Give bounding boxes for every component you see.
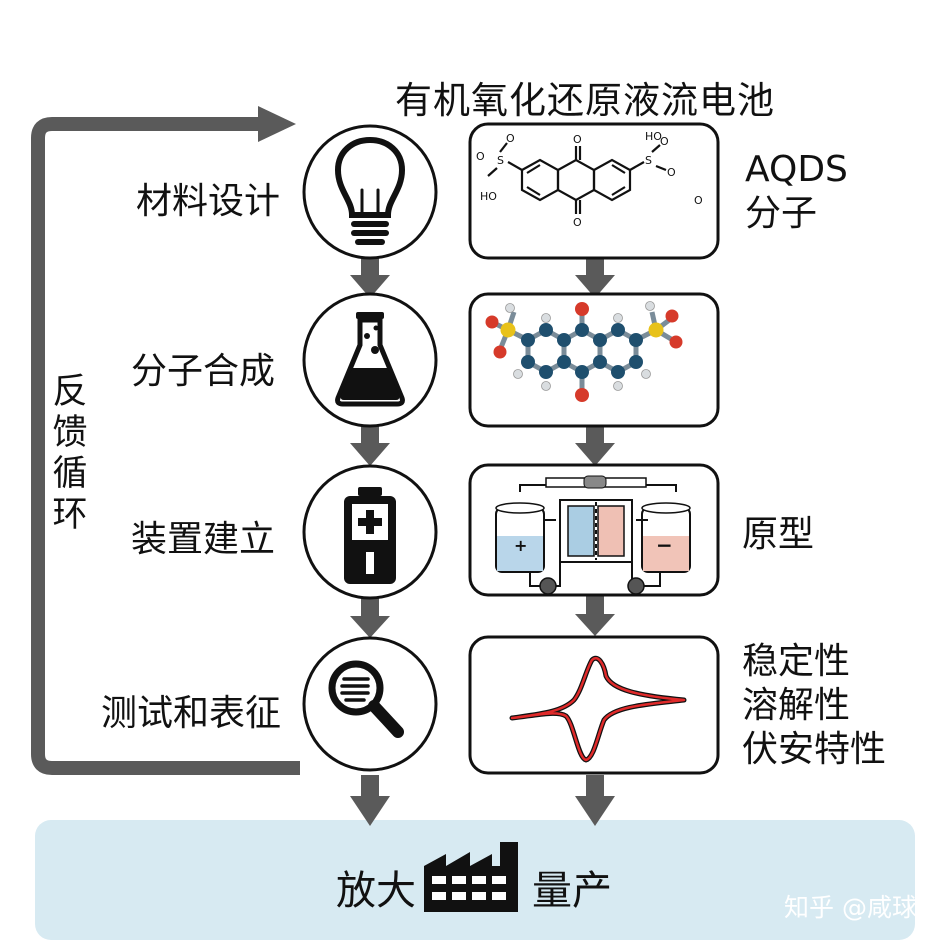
step-label-testing: 测试和表征 xyxy=(100,693,281,734)
step-arrows xyxy=(350,252,615,826)
magnifier-icon xyxy=(328,660,404,738)
panel-cv xyxy=(468,635,720,775)
feedback-loop-arrowhead xyxy=(258,106,296,142)
bottom-label-scale-up: 放大 xyxy=(336,868,416,914)
side-label-aqds-line2: 分子 xyxy=(745,193,818,234)
side-label-aqds: AQDS 分子 xyxy=(745,148,848,236)
atom-ho-left: HO xyxy=(480,190,497,203)
atom-o-top: O xyxy=(573,133,582,146)
feedback-loop-line xyxy=(31,117,300,775)
atom-s-left: S xyxy=(497,154,504,167)
atom-o-left-1: O xyxy=(506,132,515,145)
battery-minus-sign: − xyxy=(656,533,673,557)
step-label-material-design: 材料设计 xyxy=(135,181,280,222)
lightbulb-icon xyxy=(334,136,406,245)
flask-icon xyxy=(335,312,405,407)
battery-plus-sign: + xyxy=(514,536,528,555)
step-label-device-build: 装置建立 xyxy=(130,519,275,560)
atom-o-right-1: O xyxy=(660,135,669,148)
bottom-label-mass-production: 量产 xyxy=(532,868,612,914)
factory-icon xyxy=(424,842,518,912)
watermark: 知乎 @咸球 xyxy=(784,893,917,922)
side-label-voltammetry: 伏安特性 xyxy=(742,729,887,770)
atom-o-bottom: O xyxy=(573,216,582,229)
atom-o-left-2: O xyxy=(476,150,485,163)
side-label-stability: 稳定性 xyxy=(742,641,851,682)
aqds-atom-labels: O O S S O O HO O O HO O xyxy=(476,130,703,229)
side-label-properties: 稳定性 溶解性 伏安特性 xyxy=(742,640,886,772)
feedback-loop-label: 反馈循环 xyxy=(52,372,88,535)
step-label-molecule-synthesis: 分子合成 xyxy=(130,351,275,392)
atom-ho-right: HO xyxy=(645,130,662,143)
aqds-structure xyxy=(487,142,667,214)
molecule-ball-model xyxy=(485,301,683,402)
side-label-aqds-line1: AQDS xyxy=(745,149,848,190)
atom-s-right: S xyxy=(645,154,652,167)
flow-battery-schematic xyxy=(495,475,691,595)
atom-o-right-2: O xyxy=(667,166,676,179)
step-circle-1 xyxy=(302,124,438,260)
battery-icon xyxy=(344,487,396,584)
cyclic-voltammogram xyxy=(509,655,687,763)
atom-o-right-3: O xyxy=(694,194,703,207)
side-label-prototype: 原型 xyxy=(742,514,815,555)
side-label-solubility: 溶解性 xyxy=(742,685,851,726)
diagram-title: 有机氧化还原液流电池 xyxy=(395,79,775,122)
